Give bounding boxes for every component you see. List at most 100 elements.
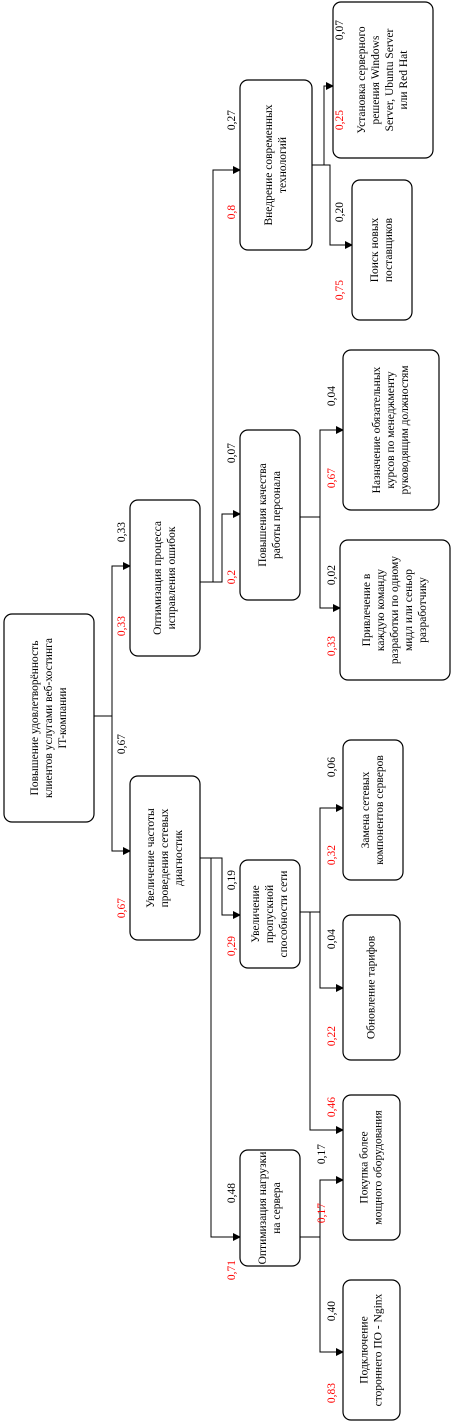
node-box xyxy=(342,349,440,511)
node-label-line: Установка серверного xyxy=(356,26,368,134)
node-box xyxy=(239,79,313,251)
global-weight-bandwidth: 0,19 xyxy=(226,870,238,890)
global-weight-replace-net: 0,06 xyxy=(326,757,338,777)
local-weight-tariff-update: 0,22 xyxy=(326,1026,338,1046)
global-weight-hw-purchase: 0,17 xyxy=(316,1144,328,1164)
node-label-line: Повышение удовлетворённость xyxy=(29,641,41,796)
edge-bandwidth-hw xyxy=(300,911,344,1134)
node-box xyxy=(129,775,201,941)
node-label-line: Оптимизация процесса xyxy=(152,521,164,635)
edge-root-opt-fix xyxy=(94,562,131,717)
global-weight-senior-dev: 0,02 xyxy=(326,565,338,585)
edge-opt-fix-staff xyxy=(200,510,241,583)
local-weight-inc-diag: 0,67 xyxy=(116,898,128,918)
local-weight-hw-purchase: 0,46 xyxy=(326,1097,338,1117)
edge-opt-fix-modern xyxy=(200,166,241,583)
node-label-line: мидл или сеньор xyxy=(403,569,415,651)
node-label-line: проведения сетевых xyxy=(159,808,171,907)
node-box xyxy=(239,429,301,601)
node-label-line: работы персонала xyxy=(271,471,283,559)
local-weight-server-install: 0,25 xyxy=(334,110,346,130)
node-box xyxy=(239,859,301,969)
node-label-line: Обновление тарифов xyxy=(366,935,378,1039)
node-label-line: разработчику xyxy=(417,577,429,643)
node-label-line: диагностик xyxy=(173,830,185,886)
node-label-line: исправления ошибок xyxy=(166,526,178,629)
node-label-line: решения Windows xyxy=(370,35,382,124)
node-box xyxy=(351,179,413,321)
node-label-line: компонентов серверов xyxy=(374,755,386,865)
node-label-line: Замена сетевых xyxy=(360,771,372,848)
connector-lines xyxy=(94,82,353,1356)
local-weight-mgmt-courses: 0,67 xyxy=(326,468,338,488)
node-label-line: Server, Ubuntu Server xyxy=(384,28,396,131)
node-label-line: Поиск новых xyxy=(369,217,381,282)
node-box xyxy=(342,914,401,1061)
local-weight-nginx: 0,83 xyxy=(326,1383,338,1403)
node-label-line: курсов по менеджменту xyxy=(385,371,397,489)
node-label-line: IT-компании xyxy=(57,687,69,748)
node-label-line: поставщиков xyxy=(383,217,395,282)
node-label-line: Привлечение в xyxy=(361,573,373,646)
node-box xyxy=(342,1094,401,1241)
node-label-line: Внедрение современных xyxy=(263,104,275,225)
node-label-line: пропускной xyxy=(264,885,276,943)
global-weight-modern-tech: 0,27 xyxy=(226,110,238,130)
edge-diag-load xyxy=(200,857,241,1241)
global-weight-opt-fix: 0,33 xyxy=(116,522,128,542)
global-weight-mgmt-courses: 0,04 xyxy=(326,386,338,406)
node-label-line: Подключение xyxy=(359,1316,371,1383)
local-weight-hw-purchase: 0,17 xyxy=(316,1203,328,1223)
local-weight-opt-fix: 0,33 xyxy=(116,616,128,636)
node-box xyxy=(129,499,201,657)
node-label-line: мощного оборудования xyxy=(373,1110,385,1225)
local-weight-new-suppliers: 0,75 xyxy=(334,280,346,300)
edge-load-nginx xyxy=(300,1236,344,1356)
node-label-line: на сервера xyxy=(271,1182,283,1234)
node-label-line: Оптимизация нагрузки xyxy=(257,1152,269,1265)
node-label-line: разработки по одному xyxy=(389,556,401,664)
node-label-line: технологий xyxy=(277,137,289,193)
node-label-line: клиентов услугами веб-хостинга xyxy=(43,638,55,798)
local-weight-bandwidth: 0,29 xyxy=(226,936,238,956)
edge-staff-senior xyxy=(300,516,341,612)
global-weight-staff-quality: 0,07 xyxy=(226,443,238,463)
node-label-line: Повышения качества xyxy=(257,463,269,566)
node-box xyxy=(342,739,404,881)
node-label-line: стороннего ПО - Nginx xyxy=(373,1293,385,1406)
node-label-line: способности сети xyxy=(278,871,290,958)
global-weight-load-opt: 0,48 xyxy=(226,1183,238,1203)
global-weight-new-suppliers: 0,20 xyxy=(334,202,346,222)
node-label-line: или Red Hat xyxy=(398,50,410,110)
local-weight-senior-dev: 0,33 xyxy=(326,636,338,656)
node-label-line: Увеличение xyxy=(250,885,262,943)
local-weight-replace-net: 0,32 xyxy=(326,845,338,865)
local-weight-load-opt: 0,71 xyxy=(226,1260,238,1280)
node-label-line: руководящим должностям xyxy=(399,365,411,495)
edge-modern-server xyxy=(312,82,334,166)
node-label-line: каждую команду xyxy=(375,569,387,651)
node-label-line: Назначение обязательных xyxy=(371,366,383,493)
global-weight-tariff-update: 0,04 xyxy=(326,929,338,949)
node-label-line: Увеличение частоты xyxy=(145,808,157,908)
global-weight-nginx: 0,40 xyxy=(326,1301,338,1321)
node-box xyxy=(342,1279,401,1421)
edge-root-inc-diag xyxy=(94,715,131,855)
local-weight-staff-quality: 0,2 xyxy=(226,570,238,585)
global-weight-inc-diag: 0,67 xyxy=(116,734,128,754)
